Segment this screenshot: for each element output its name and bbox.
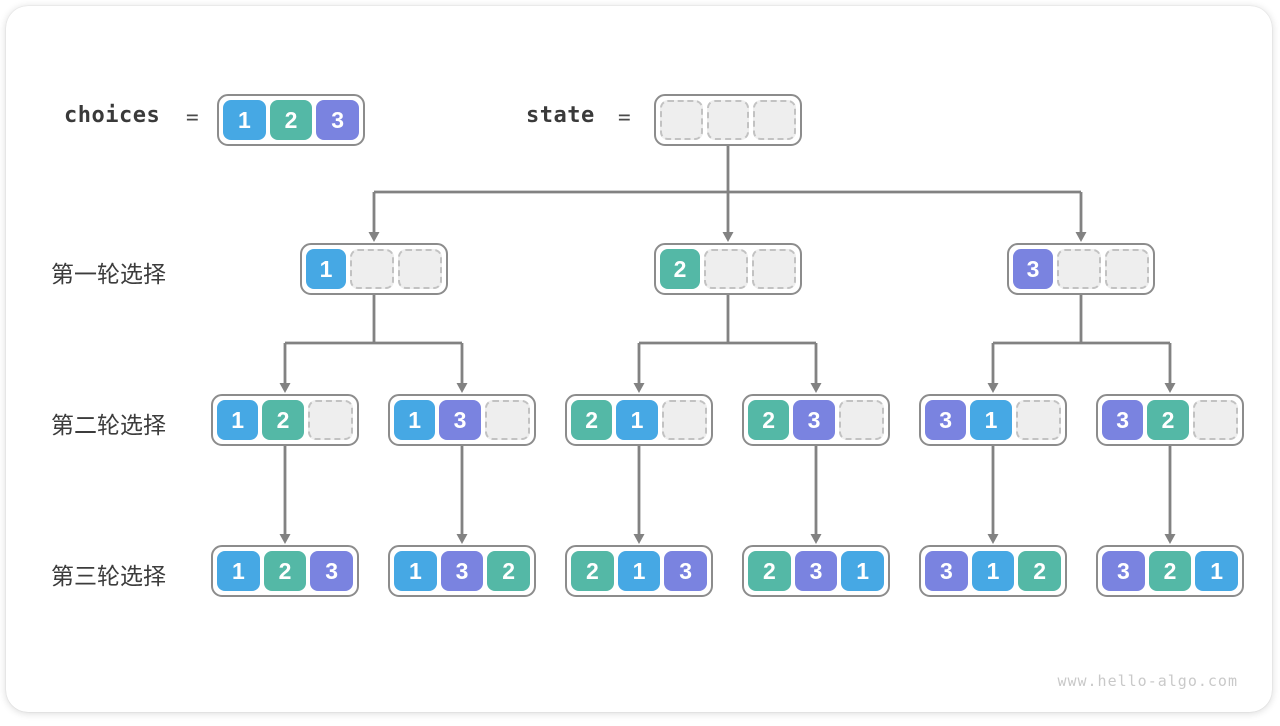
state-equals-sign: = <box>618 105 631 129</box>
value-cell-1: 1 <box>217 400 259 440</box>
state-label: state <box>526 103 595 128</box>
value-cell-2: 2 <box>748 400 790 440</box>
value-cell-1: 1 <box>616 400 658 440</box>
round1-node: 1 <box>300 243 448 295</box>
empty-cell <box>1057 249 1101 289</box>
choices-equals-sign: = <box>186 105 199 129</box>
value-cell-2: 2 <box>487 551 531 591</box>
value-cell-3: 3 <box>1102 551 1145 591</box>
value-cell-3: 3 <box>793 400 835 440</box>
empty-cell <box>661 400 707 440</box>
empty-cell <box>398 249 442 289</box>
watermark: www.hello-algo.com <box>1057 672 1238 690</box>
empty-cell <box>1015 400 1061 440</box>
choices-label: choices <box>64 103 161 128</box>
value-cell-3: 3 <box>439 400 481 440</box>
value-cell-1: 1 <box>841 551 885 591</box>
value-cell-3: 3 <box>1013 249 1053 289</box>
round1-node: 3 <box>1007 243 1155 295</box>
round-1-label: 第一轮选择 <box>51 261 166 287</box>
round-3-label: 第三轮选择 <box>51 563 166 589</box>
round1-node: 2 <box>654 243 802 295</box>
empty-cell <box>350 249 394 289</box>
value-cell-1: 1 <box>617 551 661 591</box>
value-cell-2: 2 <box>1018 551 1062 591</box>
value-cell-3: 3 <box>925 400 967 440</box>
value-cell-1: 1 <box>971 551 1015 591</box>
value-cell-1: 1 <box>394 400 436 440</box>
value-cell-1: 1 <box>970 400 1012 440</box>
value-cell-2: 2 <box>263 551 307 591</box>
value-cell-3: 3 <box>440 551 484 591</box>
empty-cell <box>1105 249 1149 289</box>
value-cell-1: 1 <box>306 249 346 289</box>
value-cell-2: 2 <box>1148 551 1192 591</box>
empty-cell <box>752 249 796 289</box>
value-cell-2: 2 <box>748 551 791 591</box>
value-cell-2: 2 <box>660 249 700 289</box>
value-cell-3: 3 <box>664 551 708 591</box>
empty-cell <box>484 400 530 440</box>
empty-cell <box>753 100 797 140</box>
value-cell-1: 1 <box>1195 551 1239 591</box>
value-cell-2: 2 <box>571 400 613 440</box>
value-cell-3: 3 <box>310 551 354 591</box>
empty-cell <box>660 100 703 140</box>
value-cell-3: 3 <box>794 551 838 591</box>
value-cell-1: 1 <box>394 551 437 591</box>
value-cell-2: 2 <box>269 100 313 140</box>
value-cell-2: 2 <box>1147 400 1189 440</box>
value-cell-1: 1 <box>223 100 266 140</box>
empty-cell <box>1192 400 1238 440</box>
value-cell-1: 1 <box>217 551 260 591</box>
value-cell-3: 3 <box>1102 400 1144 440</box>
round-2-label: 第二轮选择 <box>51 412 166 438</box>
value-cell-3: 3 <box>925 551 968 591</box>
state-array <box>654 94 802 146</box>
value-cell-2: 2 <box>571 551 614 591</box>
empty-cell <box>704 249 748 289</box>
empty-cell <box>838 400 884 440</box>
empty-cell <box>706 100 750 140</box>
value-cell-2: 2 <box>262 400 304 440</box>
value-cell-3: 3 <box>316 100 360 140</box>
empty-cell <box>307 400 353 440</box>
